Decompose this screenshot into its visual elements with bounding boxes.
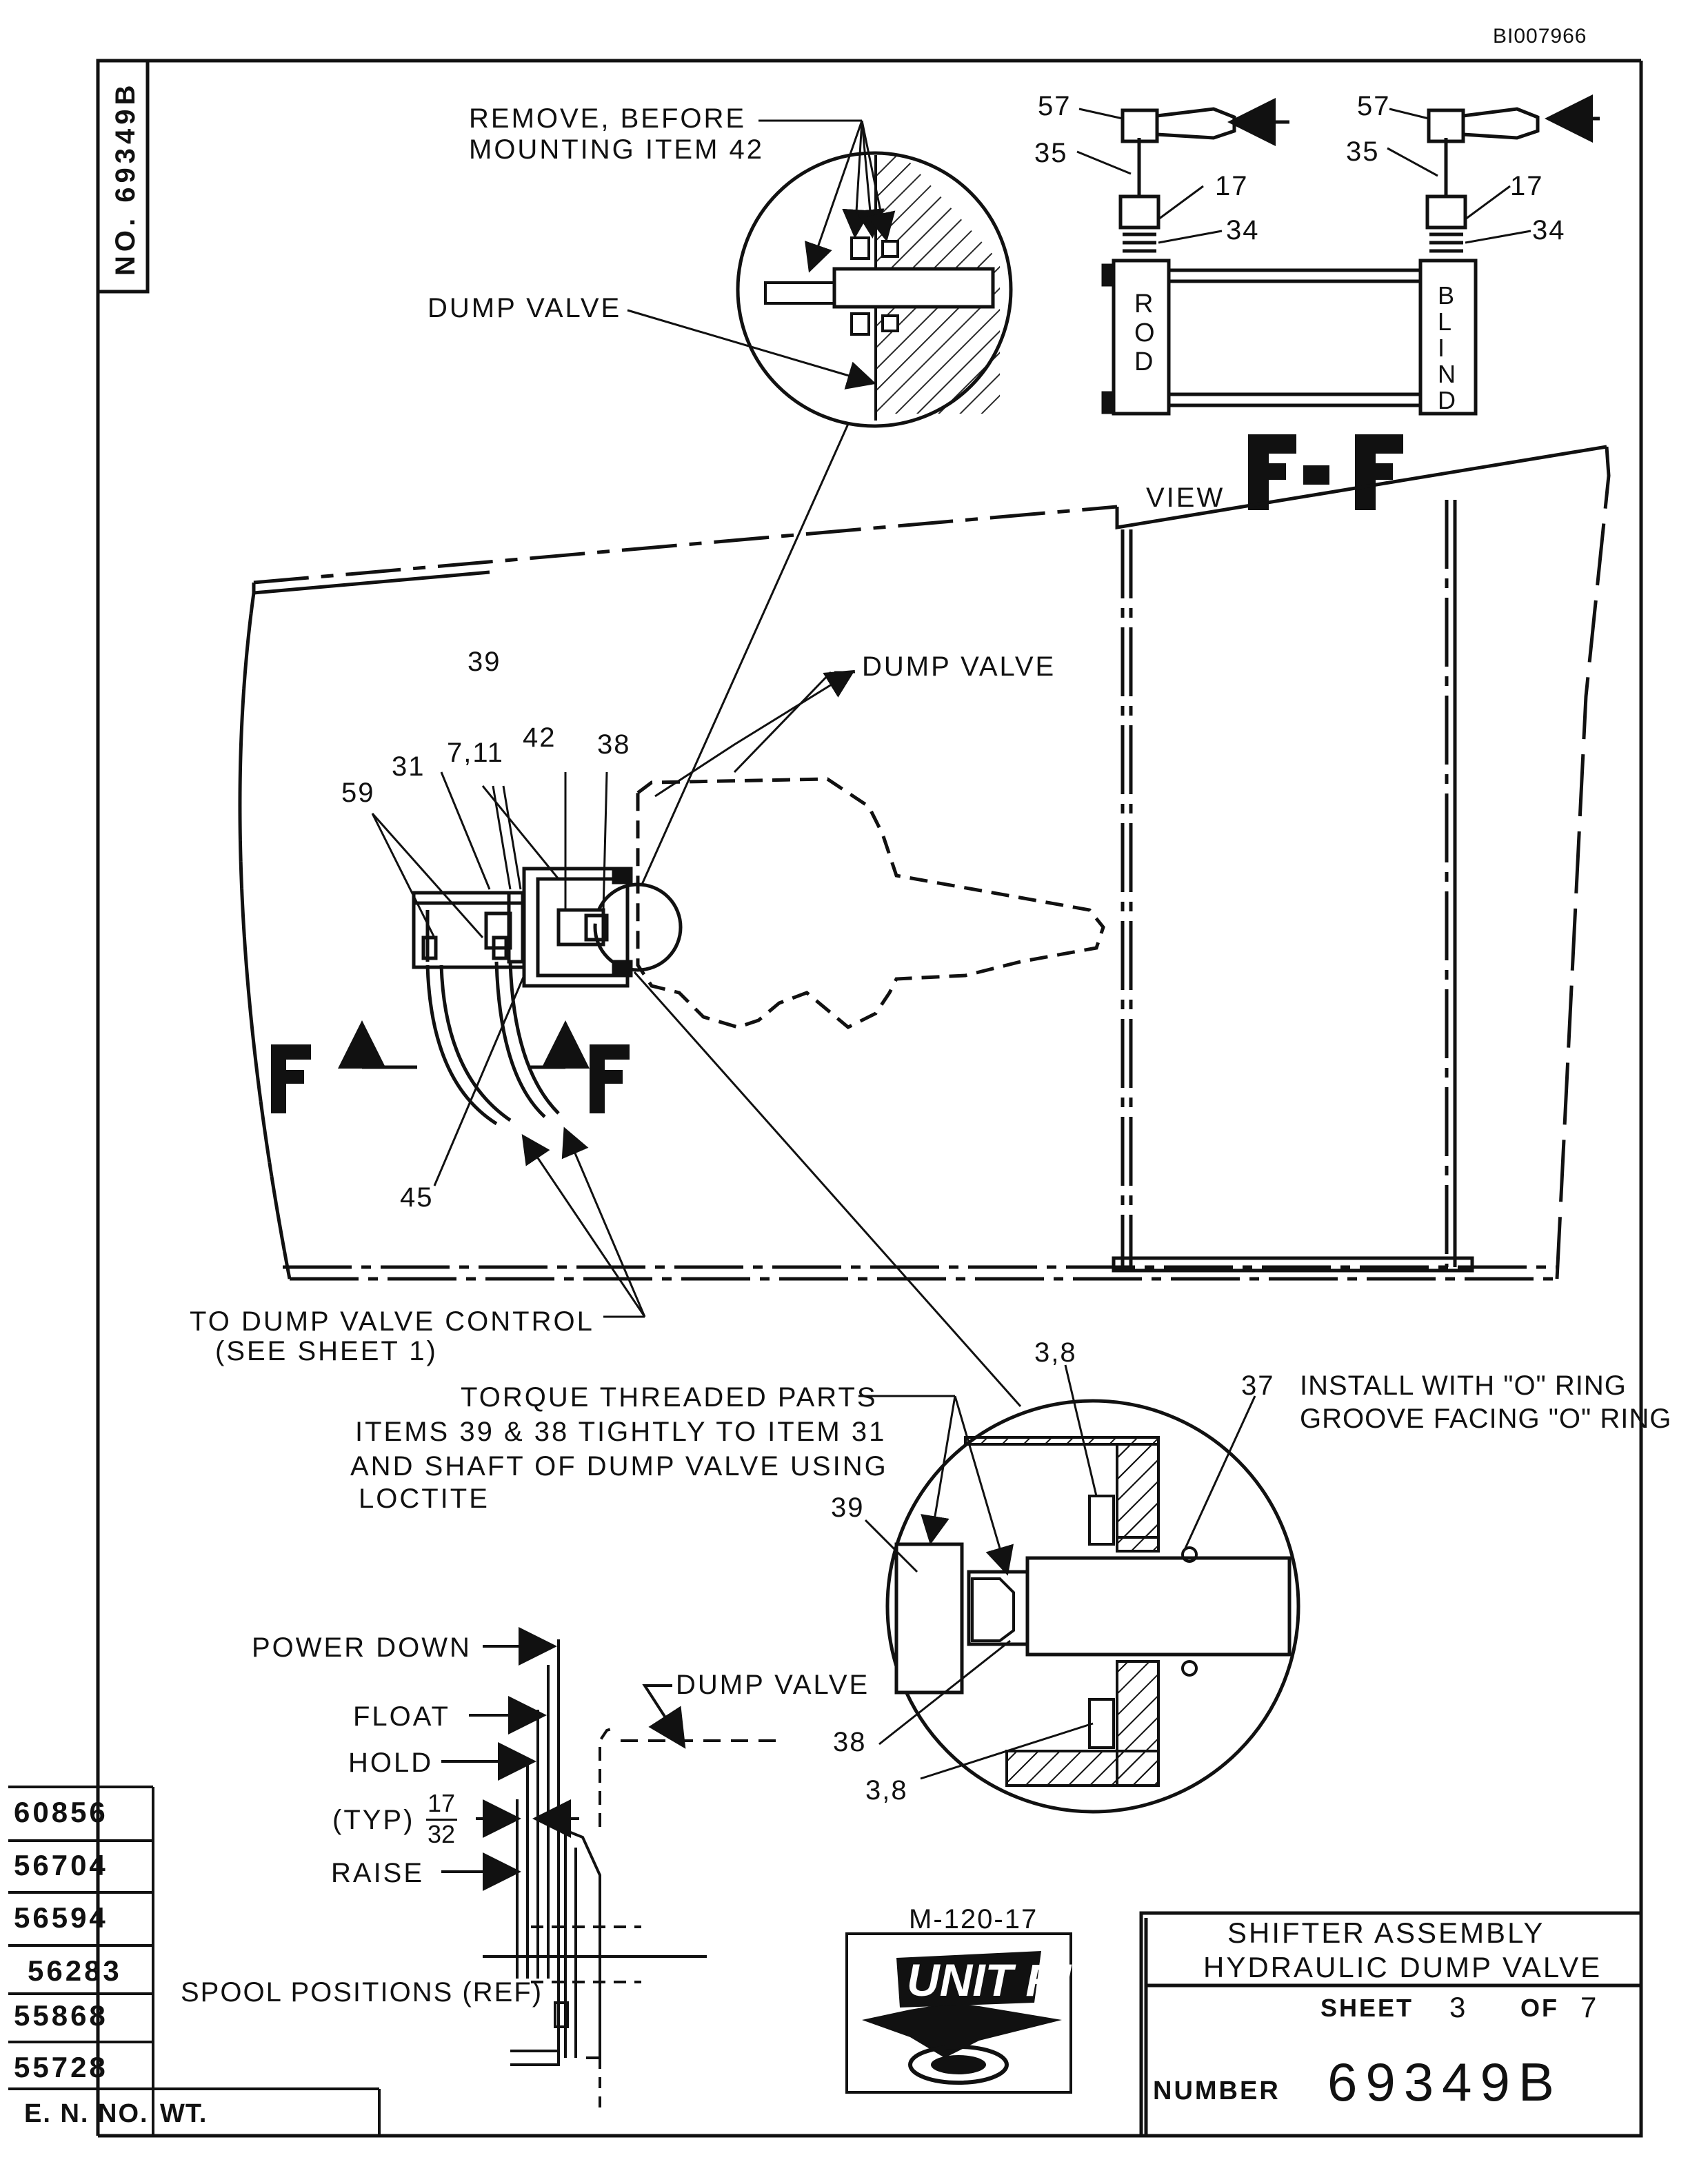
callout-31: 31 xyxy=(392,751,425,782)
callout-35-rod: 35 xyxy=(1034,138,1068,168)
callout-17-rod: 17 xyxy=(1215,171,1249,201)
callout-38-detail: 38 xyxy=(833,1727,867,1757)
spool-diagram xyxy=(441,1627,779,2110)
shifter-assembly xyxy=(412,867,633,1126)
callout-57-rod: 57 xyxy=(1038,91,1072,121)
top-detail-leaders xyxy=(627,119,896,887)
unit-rig-logo: UNIT RIG xyxy=(845,1932,1107,2094)
callout-34-blind: 34 xyxy=(1532,215,1566,245)
detail-circle-top xyxy=(736,151,1013,428)
cylinder-blind-label: BLIND xyxy=(1438,281,1456,414)
view-label: VIEW xyxy=(1146,483,1225,513)
sheet-total: 7 xyxy=(1580,1991,1599,2023)
revision-6: 55728 xyxy=(14,2051,108,2083)
cylinder-rod-label: ROD xyxy=(1134,290,1155,376)
title-line-2: HYDRAULIC DUMP VALVE xyxy=(1203,1951,1602,1983)
callout-35-blind: 35 xyxy=(1346,136,1380,167)
main-frame xyxy=(238,445,1611,1281)
note-remove-before: REMOVE, BEFORE xyxy=(469,103,747,134)
revision-2: 56704 xyxy=(14,1849,108,1881)
side-number-box xyxy=(96,59,150,294)
callout-59: 59 xyxy=(341,778,375,808)
view-ff-marker xyxy=(1248,434,1403,510)
number-label: NUMBER xyxy=(1153,2076,1280,2105)
label-dump-valve-main: DUMP VALVE xyxy=(862,651,1056,682)
main-detail-ring xyxy=(593,882,683,972)
side-drawing-number: NO. 69349B xyxy=(110,81,141,276)
revision-3: 56594 xyxy=(14,1901,108,1934)
note-see-sheet: (SEE SHEET 1) xyxy=(215,1336,438,1366)
callout-37: 37 xyxy=(1241,1371,1275,1401)
note-torque-2: ITEMS 39 & 38 TIGHTLY TO ITEM 31 xyxy=(355,1417,887,1447)
wt-label: WT. xyxy=(160,2099,208,2128)
section-f-markers xyxy=(271,1020,630,1113)
callout-7-11: 7,11 xyxy=(447,738,504,768)
en-no-label: E. N. NO. xyxy=(24,2099,149,2128)
of-label: OF xyxy=(1520,1994,1559,2022)
spool-raise: RAISE xyxy=(331,1858,425,1888)
spool-fraction-numerator: 17 xyxy=(428,1789,456,1817)
callout-34-rod: 34 xyxy=(1226,215,1260,245)
callout-17-blind: 17 xyxy=(1510,171,1544,201)
spool-power-down: POWER DOWN xyxy=(252,1632,472,1663)
callout-3-8-top: 3,8 xyxy=(1034,1337,1077,1368)
spool-fraction-denominator: 32 xyxy=(428,1820,456,1848)
view-ff-leaders xyxy=(1076,108,1531,244)
note-to-dump-valve-control: TO DUMP VALVE CONTROL xyxy=(190,1306,594,1337)
note-install-1: INSTALL WITH "O" RING xyxy=(1300,1371,1627,1401)
note-torque-3: AND SHAFT OF DUMP VALVE USING xyxy=(350,1451,888,1482)
sheet-label: SHEET xyxy=(1320,1994,1414,2022)
callout-39-detail: 39 xyxy=(831,1493,865,1523)
label-dump-valve-spool: DUMP VALVE xyxy=(676,1670,870,1700)
callout-42: 42 xyxy=(523,722,556,753)
revision-4: 56283 xyxy=(28,1954,122,1987)
sheet-number: 3 xyxy=(1449,1991,1468,2023)
spool-hold: HOLD xyxy=(348,1748,434,1778)
note-install-2: GROOVE FACING "O" RING xyxy=(1300,1404,1672,1434)
document-id: BI007966 xyxy=(1493,25,1587,48)
spool-typ: (TYP) xyxy=(332,1805,415,1835)
revision-1: 60856 xyxy=(14,1796,108,1828)
note-mounting-item: MOUNTING ITEM 42 xyxy=(469,134,765,165)
title-line-1: SHIFTER ASSEMBLY xyxy=(1227,1917,1545,1949)
callout-45: 45 xyxy=(400,1182,434,1213)
revision-5: 55868 xyxy=(14,1999,108,2032)
spool-float: FLOAT xyxy=(353,1701,450,1732)
main-leaders xyxy=(371,669,1022,1407)
label-dump-valve-detail: DUMP VALVE xyxy=(428,293,622,323)
bottom-detail-leaders xyxy=(858,1364,1256,1780)
revision-block xyxy=(8,1786,381,2136)
title-block-frame xyxy=(1139,1911,1643,2138)
dump-valve-outline xyxy=(636,777,1105,1029)
drawing-number: 69349B xyxy=(1327,2052,1563,2112)
fraction-bar xyxy=(426,1819,457,1821)
sheet-border xyxy=(96,59,1643,2138)
view-ff-cylinder xyxy=(1101,94,1600,416)
callout-57-blind: 57 xyxy=(1357,91,1391,121)
logo-model: M-120-17 xyxy=(909,1904,1038,1934)
logo-brand: UNIT RIG xyxy=(907,1954,1107,2005)
detail-circle-bottom xyxy=(885,1399,1300,1814)
note-torque-4: LOCTITE xyxy=(359,1484,490,1514)
spool-positions-ref: SPOOL POSITIONS (REF) xyxy=(181,1977,543,2008)
callout-38-main: 38 xyxy=(597,729,631,760)
note-torque-1: TORQUE THREADED PARTS xyxy=(461,1382,878,1413)
callout-3-8-bottom: 3,8 xyxy=(865,1775,908,1806)
callout-39-main: 39 xyxy=(468,647,501,677)
